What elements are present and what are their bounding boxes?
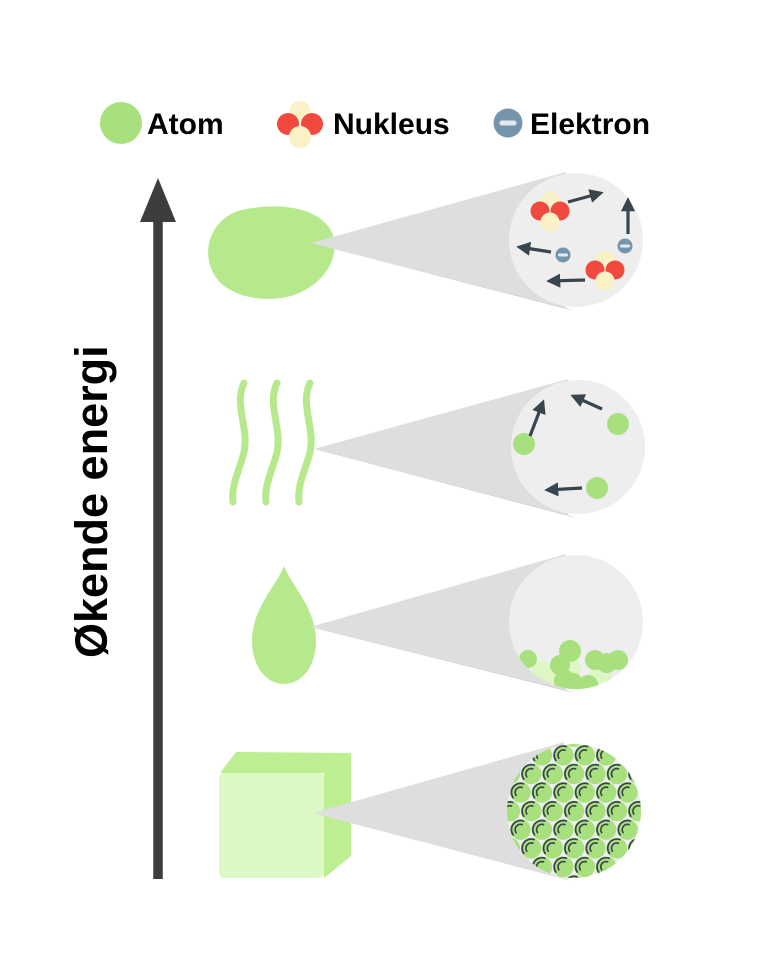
motion-arrow [570, 394, 603, 411]
atom-icon [519, 650, 537, 668]
lattice-atom [573, 744, 596, 767]
lattice-atom [594, 818, 618, 841]
magnifier-cone [310, 554, 566, 690]
electron-icon [617, 238, 633, 254]
lattice-atom [616, 744, 639, 767]
lattice-atom [637, 781, 641, 804]
lattice-atom [530, 781, 554, 804]
magnifier-cone [311, 172, 566, 308]
cube-front-face [219, 773, 324, 878]
gas-wisps [229, 379, 315, 506]
lattice-atom [520, 837, 543, 860]
magnifier-cone [313, 742, 564, 879]
plasma-blob [208, 206, 335, 299]
lattice-atom [530, 818, 554, 841]
legend: Atom Nukleus Elektron [100, 101, 650, 148]
lattice-atom [509, 781, 532, 804]
atom-icon [608, 650, 628, 670]
lattice-atom [509, 818, 532, 841]
legend-item-electron: Elektron [493, 108, 650, 141]
atom-icon [100, 102, 142, 144]
lattice-atom [584, 799, 607, 823]
gas-wisp [229, 379, 249, 506]
lattice-atom [616, 781, 639, 804]
lattice-atom [616, 818, 639, 841]
lattice-atom [584, 837, 607, 860]
lattice-atom [541, 837, 564, 860]
lattice-atom [605, 837, 628, 860]
atom-icon [559, 640, 581, 662]
energy-axis: Økende energi [66, 178, 176, 879]
lattice-atom [584, 874, 607, 878]
magnifier-cone-shadow [314, 449, 576, 518]
lattice-atom [520, 799, 543, 823]
liquid-atoms [519, 640, 628, 689]
lattice-atom [562, 874, 586, 878]
gas-wisp [262, 379, 282, 506]
plasma-row [208, 172, 643, 311]
lattice-atom [573, 781, 596, 804]
motion-arrow [567, 189, 604, 204]
liquid-row [252, 554, 643, 693]
lattice-atom [605, 799, 628, 823]
lattice-atom [627, 837, 641, 860]
legend-item-atom: Atom [100, 102, 224, 144]
lattice-atom [562, 799, 586, 823]
liquid-drop [252, 566, 316, 684]
lattice-atom [637, 818, 641, 841]
energy-axis-label: Økende energi [66, 345, 117, 658]
electron-icon [493, 108, 523, 138]
lattice-atom [627, 799, 641, 823]
atom-icon [607, 413, 629, 435]
legend-label-electron: Elektron [530, 108, 650, 141]
lattice-atom [594, 781, 618, 804]
energy-axis-arrowhead [140, 178, 176, 222]
magnifier-cone-shadow [310, 627, 574, 693]
lattice-atom [627, 762, 641, 785]
lattice-atom [520, 762, 543, 785]
lattice-atom [541, 874, 564, 878]
motion-arrow [516, 241, 552, 256]
nucleus-icon [277, 101, 323, 148]
cube-top-face [220, 752, 351, 773]
motion-arrow [528, 399, 546, 437]
motion-arrow [544, 482, 583, 497]
atom-icon [513, 433, 535, 455]
lattice-atom [594, 855, 618, 878]
legend-item-nucleus: Nukleus [277, 101, 450, 148]
atom-icon [563, 673, 583, 689]
lattice-atom [552, 781, 575, 804]
magnifier-cone [314, 379, 568, 515]
electron-icon [555, 247, 571, 263]
lattice-atom [594, 744, 618, 767]
lattice-atom [616, 855, 639, 878]
gas-row [229, 379, 645, 518]
gas-wisp [295, 379, 315, 506]
lattice-atom [541, 799, 564, 823]
lattice-atom [562, 837, 586, 860]
atom-icon [586, 477, 608, 499]
lattice-atom [562, 762, 586, 785]
legend-label-nucleus: Nukleus [333, 108, 450, 141]
magnifier-cone-shadow [311, 243, 574, 311]
motion-arrow [546, 273, 586, 288]
atom-icon [578, 675, 598, 689]
lattice-atom [573, 855, 596, 878]
lattice-atom [552, 818, 575, 841]
lattice-atom [584, 762, 607, 785]
legend-label-atom: Atom [147, 108, 224, 141]
lattice-atom [573, 818, 596, 841]
solid-row [219, 742, 641, 881]
lattice-atom [552, 744, 575, 767]
lattice-atom [584, 744, 607, 748]
lattice-atom [541, 762, 564, 785]
lattice-atom [605, 762, 628, 785]
lattice-atom [552, 855, 575, 878]
lattice-atom [562, 744, 586, 748]
